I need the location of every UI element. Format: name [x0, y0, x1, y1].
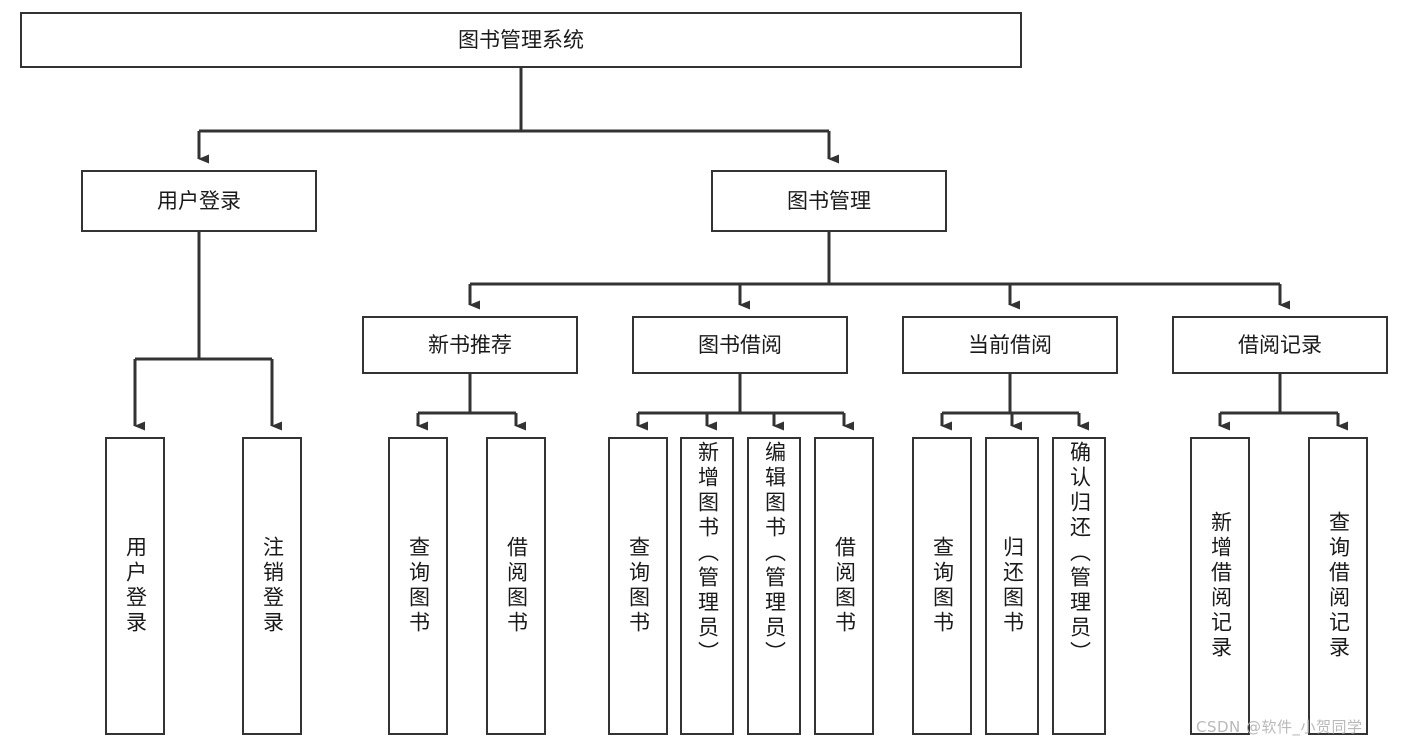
node-label: 图书管理 [787, 188, 871, 213]
node-label: 图书管理系统 [458, 27, 584, 52]
node-leaf-query-book-2[interactable]: 查询图书 [608, 437, 668, 735]
node-leaf-borrow-book-2[interactable]: 借阅图书 [814, 437, 874, 735]
node-new-book-recommend[interactable]: 新书推荐 [362, 316, 578, 374]
node-leaf-logout[interactable]: 注销登录 [242, 437, 302, 735]
node-label: 注销登录 [260, 536, 285, 636]
node-borrow-record[interactable]: 借阅记录 [1172, 316, 1388, 374]
watermark: CSDN @软件_小贺同学 [1196, 718, 1363, 736]
node-leaf-confirm-return[interactable]: 确认归还（管理员） [1052, 437, 1106, 735]
node-current-borrow[interactable]: 当前借阅 [902, 316, 1118, 374]
node-label: 新书推荐 [428, 332, 512, 357]
node-label: 借阅图书 [504, 536, 529, 636]
node-user-login[interactable]: 用户登录 [81, 170, 317, 232]
node-label: 当前借阅 [968, 332, 1052, 357]
node-label: 用户登录 [123, 536, 148, 636]
node-leaf-query-record[interactable]: 查询借阅记录 [1308, 437, 1368, 735]
node-leaf-user-login[interactable]: 用户登录 [105, 437, 165, 735]
node-label: 查询图书 [406, 536, 431, 636]
node-label: 图书借阅 [698, 332, 782, 357]
node-book-manage[interactable]: 图书管理 [711, 170, 947, 232]
node-leaf-borrow-book-1[interactable]: 借阅图书 [486, 437, 546, 735]
node-label: 用户登录 [157, 188, 241, 213]
node-label: 查询借阅记录 [1326, 511, 1351, 661]
node-leaf-query-book-3[interactable]: 查询图书 [912, 437, 972, 735]
node-label: 查询图书 [930, 536, 955, 636]
node-leaf-query-book-1[interactable]: 查询图书 [388, 437, 448, 735]
node-label: 新增借阅记录 [1208, 511, 1233, 661]
node-leaf-add-record[interactable]: 新增借阅记录 [1190, 437, 1250, 735]
node-label: 查询图书 [626, 536, 651, 636]
node-leaf-edit-book[interactable]: 编辑图书（管理员） [747, 437, 801, 735]
node-root[interactable]: 图书管理系统 [20, 12, 1022, 68]
node-label: 借阅图书 [832, 536, 857, 636]
node-label: 归还图书 [1000, 536, 1025, 636]
node-label: 新增图书（管理员） [695, 441, 720, 666]
node-label: 确认归还（管理员） [1067, 441, 1092, 666]
node-leaf-return-book[interactable]: 归还图书 [985, 437, 1039, 735]
node-label: 借阅记录 [1238, 332, 1322, 357]
node-book-borrow[interactable]: 图书借阅 [632, 316, 848, 374]
node-leaf-add-book[interactable]: 新增图书（管理员） [680, 437, 734, 735]
node-label: 编辑图书（管理员） [762, 441, 787, 666]
